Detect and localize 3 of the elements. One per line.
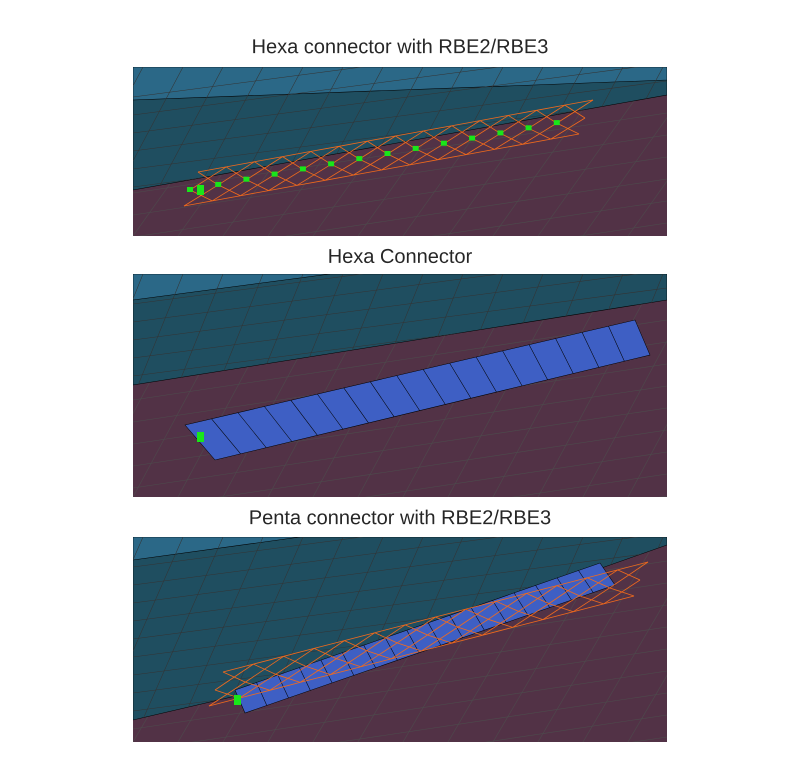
panel-title: Hexa connector with RBE2/RBE3 [253,38,548,54]
panel-title: Hexa Connector [329,248,472,264]
panel-title: Penta connector with RBE2/RBE3 [250,510,550,524]
